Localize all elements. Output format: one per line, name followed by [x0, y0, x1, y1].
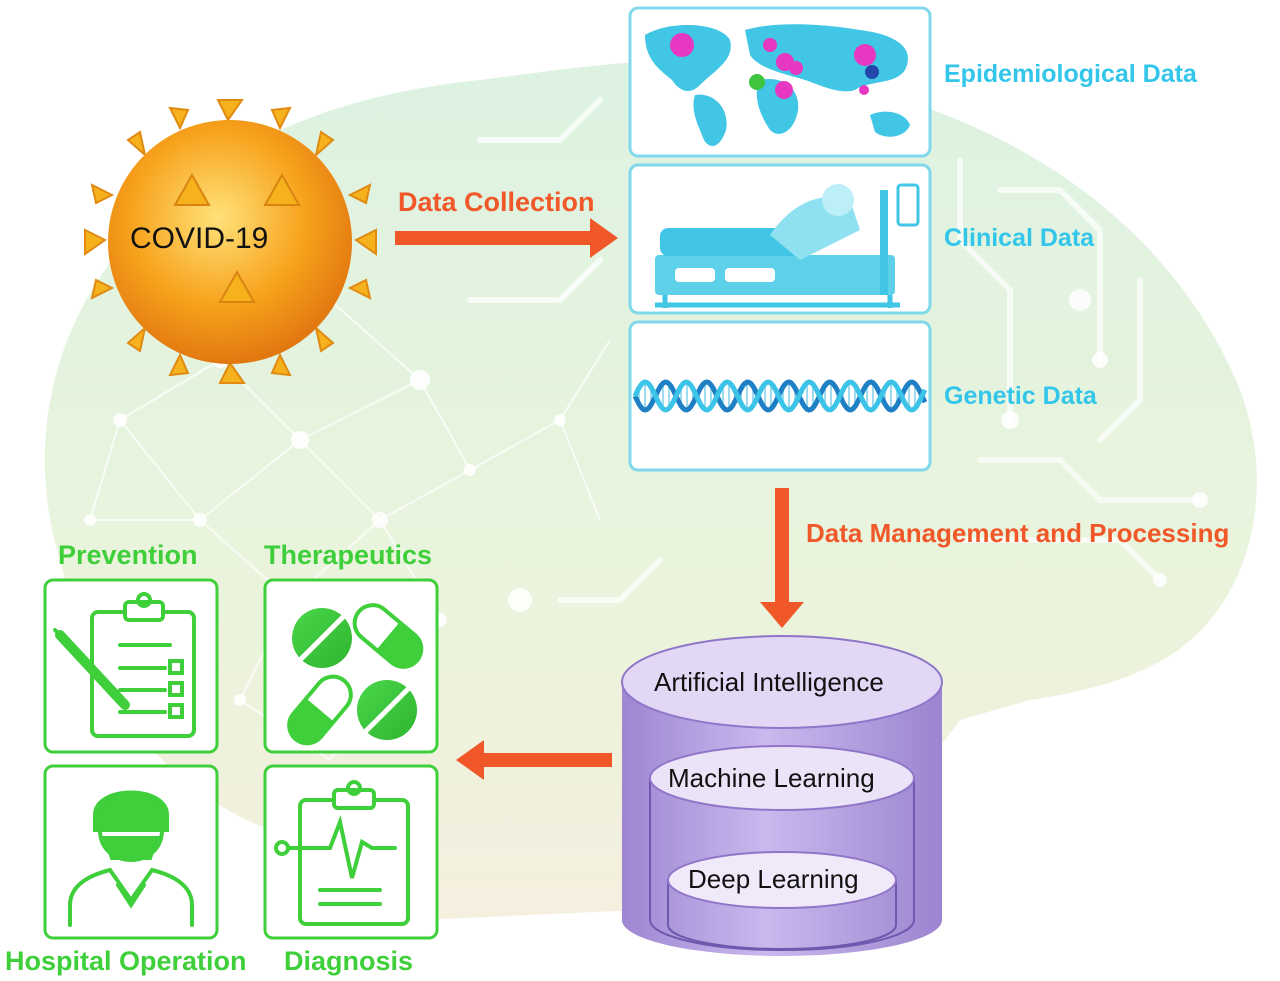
output-arrow-head [456, 740, 484, 780]
prevention-label: Prevention [58, 540, 198, 570]
hospital-operation-label: Hospital Operation [5, 946, 247, 976]
data-processing-label: Data Management and Processing [806, 518, 1230, 548]
epidemiological-data-label: Epidemiological Data [944, 60, 1197, 88]
clinical-data-label: Clinical Data [944, 224, 1095, 252]
ai-label: Artificial Intelligence [654, 667, 884, 697]
virus-label: COVID-19 [130, 222, 269, 255]
diagnosis-label: Diagnosis [284, 946, 414, 976]
doctor-icon [68, 790, 194, 927]
clipboard-ecg-icon [274, 780, 410, 926]
hospital-bed-icon [655, 183, 920, 308]
dna-helix-icon [632, 379, 928, 413]
genetic-data-label: Genetic Data [944, 382, 1097, 410]
data-collection-label: Data Collection [398, 187, 595, 217]
collection-arrow-head [590, 218, 618, 258]
checklist-syringe-icon [53, 592, 196, 738]
ai-cylinder-icon [621, 635, 943, 956]
world-map-icon [645, 24, 910, 146]
processing-arrow-head [760, 602, 804, 628]
dl-label: Deep Learning [688, 864, 859, 894]
covid-virus-icon [84, 99, 377, 384]
pills-icon [287, 603, 424, 746]
therapeutics-label: Therapeutics [264, 540, 433, 570]
ml-label: Machine Learning [668, 763, 875, 793]
